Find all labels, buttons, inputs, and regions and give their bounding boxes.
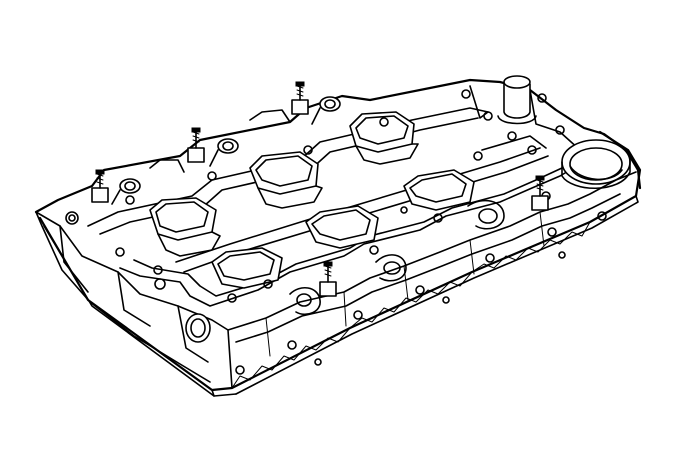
stud-front-center: [319, 261, 337, 297]
deck-bolt-hole: [473, 151, 483, 161]
flange-bolt-hole: [287, 340, 297, 350]
deck-bolt-hole: [303, 145, 313, 155]
gasket-flange: [38, 130, 642, 397]
intake-port-lower-2: [305, 205, 379, 249]
deck-bolt-hole: [369, 245, 379, 255]
deck-bolt-hole: [379, 117, 389, 127]
stud-front-right: [531, 175, 549, 211]
intake-port-lower-3: [403, 169, 475, 211]
flange-bolt-hole: [597, 211, 607, 221]
flange-bolt-hole: [485, 253, 495, 263]
deck-bolt-hole: [153, 265, 163, 275]
flange-bolt-hole: [547, 227, 557, 237]
deck-holes: [65, 89, 565, 303]
intake-port-lower-1: [211, 247, 283, 289]
deck-bolt-hole: [65, 211, 79, 225]
intake-port-upper-2: [249, 151, 323, 209]
deck-bolt-hole: [555, 125, 565, 135]
stud-rear-left: [91, 169, 109, 203]
flange-bolt-hole: [235, 365, 245, 375]
stud-rear-center: [187, 127, 205, 163]
deck-bolt-hole: [154, 278, 166, 290]
flange-bolt-hole: [314, 358, 322, 366]
deck-bolt-hole: [483, 111, 493, 121]
flange-bolt-hole: [442, 296, 450, 304]
side-port: [185, 313, 211, 343]
plenum-deck: [87, 85, 601, 307]
deck-bolt-hole: [207, 171, 217, 181]
stud-rear-right: [291, 81, 309, 115]
deck-bolt-hole: [537, 93, 547, 103]
deck-bolt-hole: [433, 213, 443, 223]
sensor-boss: [497, 75, 537, 125]
flange-bolt-hole: [353, 310, 363, 320]
rear-bosses: [111, 96, 341, 205]
deck-bolt-hole: [461, 89, 471, 99]
deck-bolt-hole: [115, 247, 125, 257]
throttle-opening: [561, 139, 631, 190]
upper-port-row: [149, 111, 419, 257]
intake-port-upper-1: [149, 197, 221, 257]
deck-bolt-hole: [507, 131, 517, 141]
flange-bolt-hole: [415, 285, 425, 295]
studs: [91, 81, 549, 297]
deck-bolt-hole: [527, 145, 537, 155]
intake-port-upper-3: [349, 111, 419, 165]
deck-bolt-hole: [227, 293, 237, 303]
manifold-body: [34, 78, 642, 389]
lower-port-row: [211, 169, 475, 289]
deck-bolt-hole: [125, 195, 135, 205]
deck-bolt-hole: [263, 279, 273, 289]
flange-bolt-hole: [558, 251, 566, 259]
deck-bolt-hole: [400, 206, 408, 214]
